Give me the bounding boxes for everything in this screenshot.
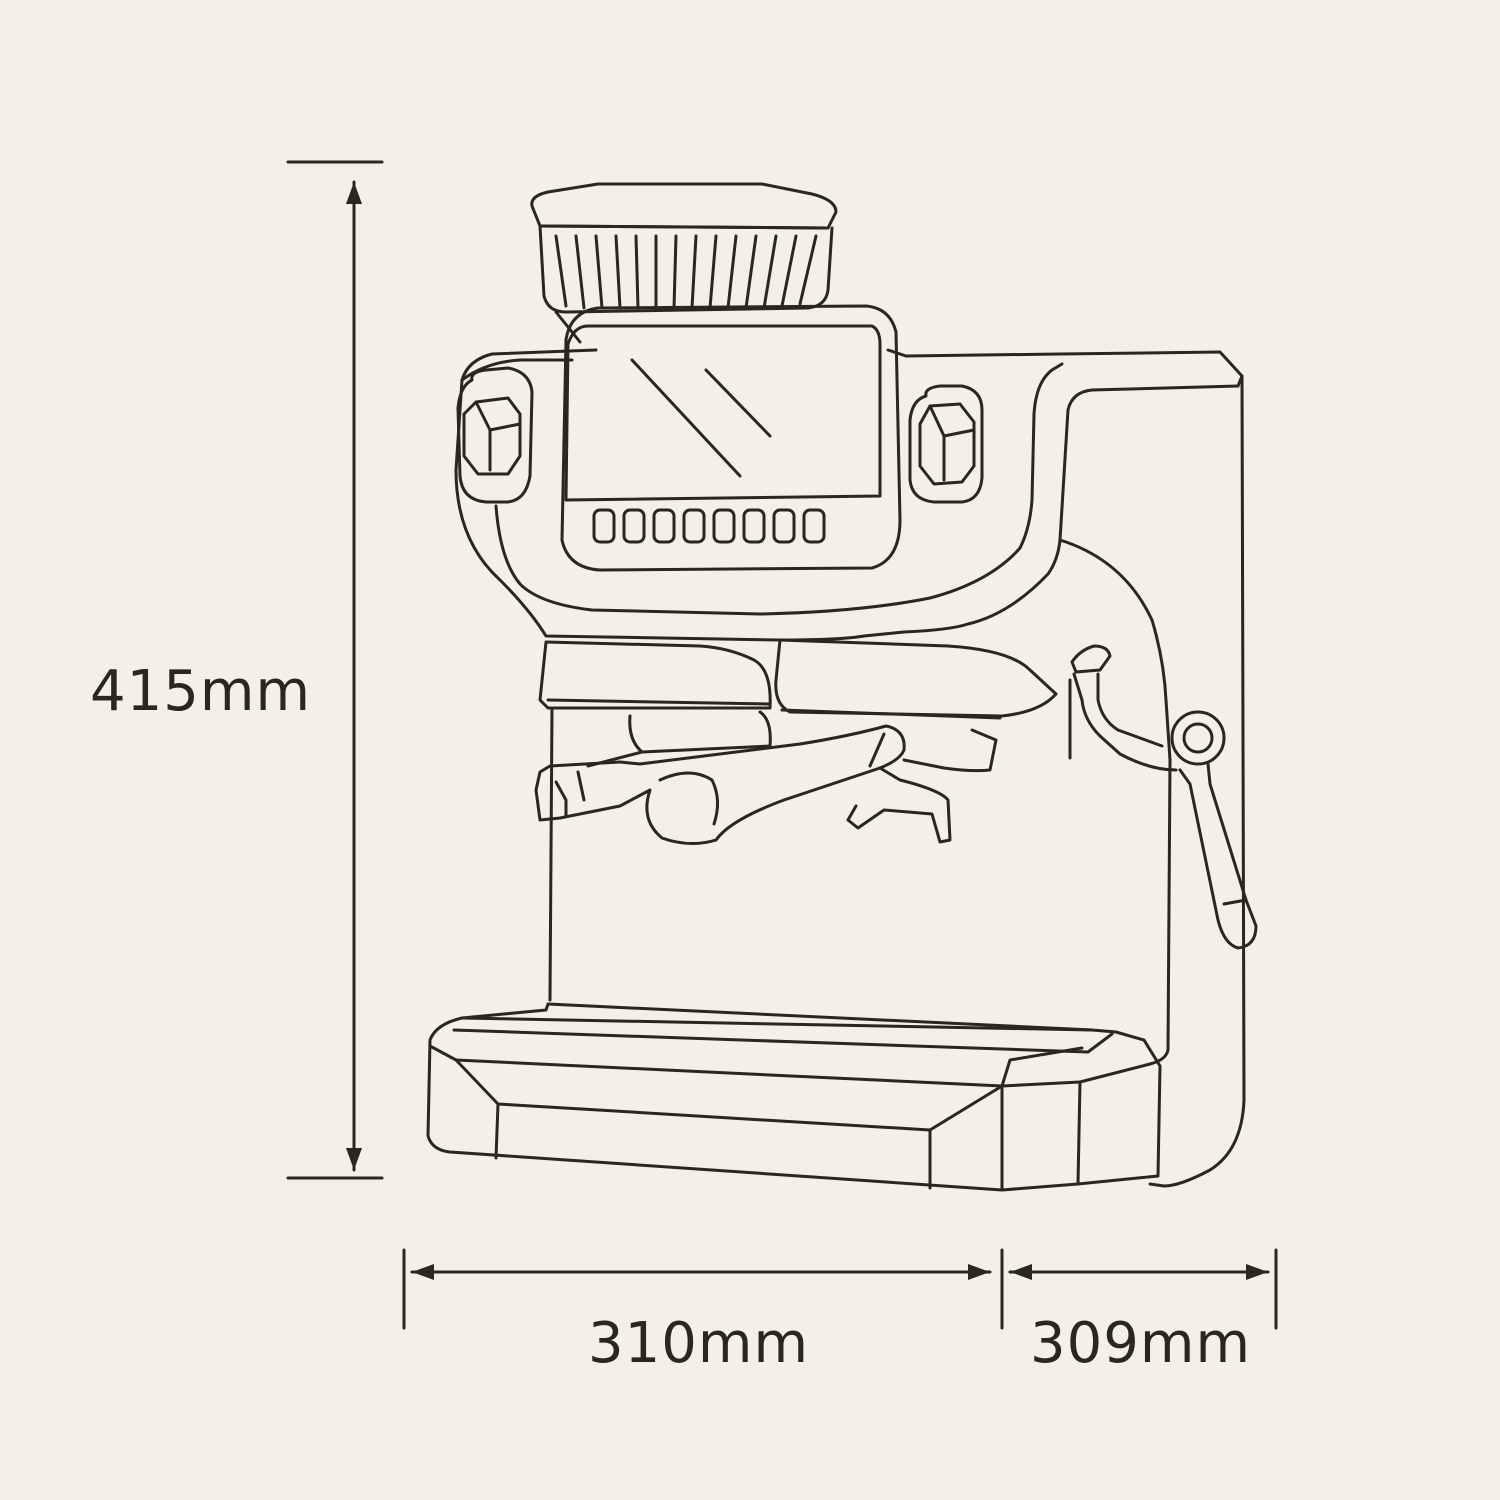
grinder-collar	[538, 224, 834, 344]
depth-label: 309mm	[1030, 1311, 1251, 1376]
width-label: 310mm	[588, 1311, 809, 1376]
portafilter	[534, 710, 998, 845]
front-panel-edge	[548, 678, 1072, 1002]
height-label: 415mm	[90, 659, 311, 724]
steam-wand	[1070, 644, 1258, 950]
height-dimension-line	[286, 160, 384, 1180]
back-column	[1148, 698, 1172, 1188]
depth-dimension-line	[1008, 1248, 1278, 1330]
drip-tray	[426, 1002, 1162, 1192]
width-dimension-line	[402, 1248, 1004, 1330]
display-panel	[560, 304, 902, 572]
brew-head-right	[774, 638, 1058, 720]
control-buttons	[592, 508, 826, 544]
grinder-lid	[530, 182, 838, 230]
group-head-left	[538, 640, 772, 710]
right-knob	[908, 384, 984, 504]
machine-body	[454, 348, 1246, 1188]
left-knob	[456, 366, 534, 504]
